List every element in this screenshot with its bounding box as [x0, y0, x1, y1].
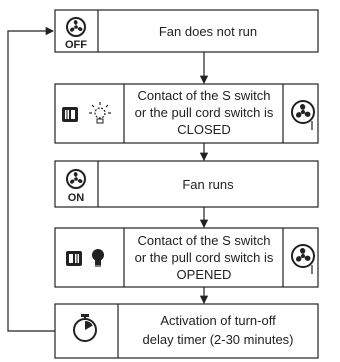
switch-icon [62, 107, 78, 122]
step-text: Activation of turn-off [160, 313, 276, 328]
step-text: Fan runs [182, 177, 234, 192]
fan-pull-cord-icon [291, 244, 315, 274]
step-text: or the pull cord switch is [135, 105, 274, 120]
switch-icon [66, 251, 82, 266]
light-on-icon [89, 102, 111, 124]
state-label-off: OFF [65, 39, 87, 51]
timer-icon [73, 314, 97, 342]
bulb-icon [92, 249, 104, 267]
step-text: Contact of the S switch [138, 233, 271, 248]
step-text: Fan does not run [159, 24, 257, 39]
fan-icon [66, 169, 86, 189]
step-contact-opened: Contact of the S switch or the pull cord… [54, 227, 319, 288]
step-text: OPENED [177, 267, 232, 282]
step-timer: Activation of turn-off delay timer (2-30… [54, 303, 319, 359]
fan-icon [66, 17, 86, 37]
step-fan-on: ON Fan runs [54, 160, 319, 208]
step-text: CLOSED [177, 122, 230, 137]
loop-back-arrow [7, 26, 55, 332]
step-contact-closed: Contact of the S switch or the pull cord… [54, 83, 319, 144]
step-fan-off: OFF Fan does not run [54, 9, 319, 53]
fan-pull-cord-icon [291, 100, 315, 130]
step-text: Contact of the S switch [138, 88, 271, 103]
state-label-on: ON [68, 192, 85, 204]
step-text: delay timer (2-30 minutes) [143, 332, 294, 347]
step-text: or the pull cord switch is [135, 250, 274, 265]
